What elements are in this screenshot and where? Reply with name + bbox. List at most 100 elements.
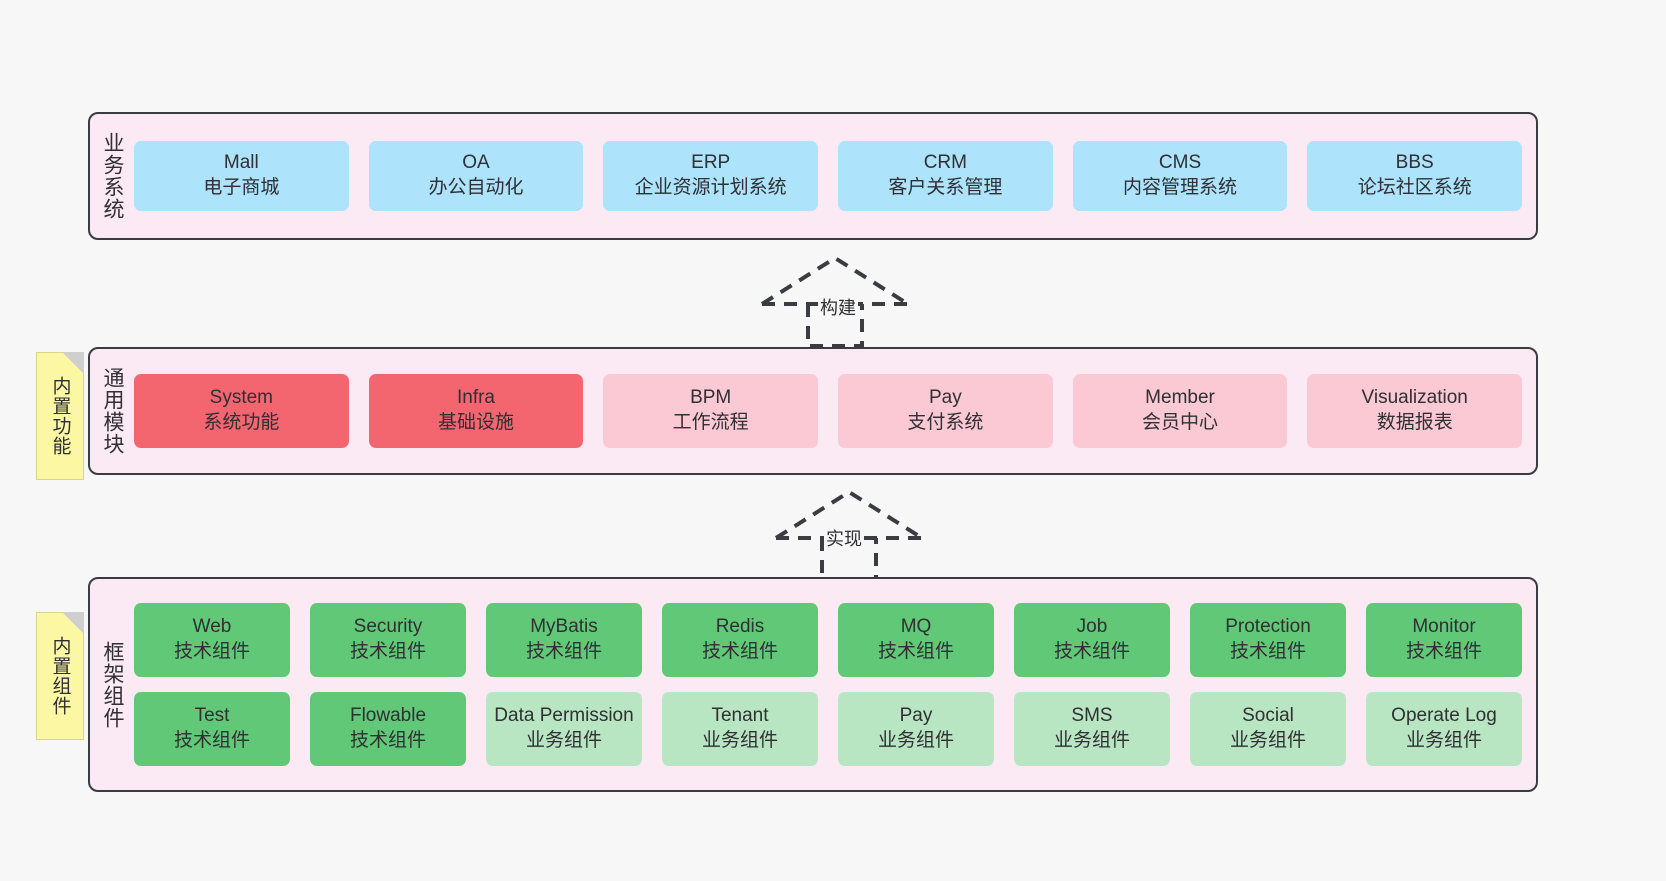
node-subtitle: 办公自动化 bbox=[428, 177, 524, 198]
node-title: Mall bbox=[223, 152, 259, 174]
node-subtitle: 技术组件 bbox=[525, 641, 602, 662]
node-oa[interactable]: OA 办公自动化 bbox=[368, 141, 584, 211]
node-subtitle: 论坛社区系统 bbox=[1357, 177, 1472, 198]
layer-body-business: Mall 电子商城 OA 办公自动化 ERP 企业资源计划系统 CRM 客户关系管理 CMS 内容… bbox=[134, 114, 1536, 238]
node-row: System 系统功能 Infra 基础设施 BPM 工作流程 Pay 支付系统 Member 会… bbox=[134, 374, 1523, 448]
node-social[interactable]: Social 业务组件 bbox=[1190, 692, 1346, 766]
node-title: Web bbox=[192, 616, 232, 638]
node-subtitle: 业务组件 bbox=[525, 730, 602, 751]
node-subtitle: 系统功能 bbox=[203, 412, 280, 433]
node-title: CMS bbox=[1158, 152, 1202, 174]
node-subtitle: 业务组件 bbox=[701, 730, 778, 751]
node-subtitle: 企业资源计划系统 bbox=[634, 177, 787, 198]
node-title: Operate Log bbox=[1391, 705, 1497, 727]
node-operate-log[interactable]: Operate Log 业务组件 bbox=[1366, 692, 1522, 766]
node-mq[interactable]: MQ 技术组件 bbox=[838, 603, 994, 677]
node-subtitle: 技术组件 bbox=[1229, 641, 1306, 662]
node-title: BBS bbox=[1395, 152, 1434, 174]
node-subtitle: 技术组件 bbox=[1053, 641, 1130, 662]
node-member[interactable]: Member 会员中心 bbox=[1072, 374, 1288, 448]
node-system[interactable]: System 系统功能 bbox=[134, 374, 349, 448]
node-title: CRM bbox=[923, 152, 967, 174]
node-subtitle: 数据报表 bbox=[1376, 412, 1453, 433]
node-title: SMS bbox=[1071, 705, 1113, 727]
node-subtitle: 客户关系管理 bbox=[888, 177, 1003, 198]
node-crm[interactable]: CRM 客户关系管理 bbox=[838, 141, 1053, 211]
note-builtin-component-label: 内置组件 bbox=[49, 636, 71, 716]
layer-body-common: System 系统功能 Infra 基础设施 BPM 工作流程 Pay 支付系统 Member 会… bbox=[134, 349, 1536, 473]
node-mall[interactable]: Mall 电子商城 bbox=[134, 141, 349, 211]
layer-title-business: 业务系统 bbox=[100, 132, 124, 220]
node-title: Data Permission bbox=[494, 705, 634, 727]
node-title: Visualization bbox=[1361, 387, 1468, 409]
node-title: Member bbox=[1145, 387, 1215, 409]
node-title: System bbox=[209, 387, 274, 409]
node-title: OA bbox=[462, 152, 490, 174]
node-flowable[interactable]: Flowable 技术组件 bbox=[310, 692, 466, 766]
node-title: ERP bbox=[691, 152, 731, 174]
node-subtitle: 电子商城 bbox=[203, 177, 280, 198]
node-subtitle: 业务组件 bbox=[1053, 730, 1130, 751]
node-pay[interactable]: Pay 业务组件 bbox=[838, 692, 994, 766]
node-subtitle: 业务组件 bbox=[1405, 730, 1482, 751]
node-title: Security bbox=[353, 616, 423, 638]
node-subtitle: 技术组件 bbox=[349, 641, 426, 662]
node-subtitle: 工作流程 bbox=[672, 412, 749, 433]
node-tenant[interactable]: Tenant 业务组件 bbox=[662, 692, 818, 766]
node-title: BPM bbox=[690, 387, 732, 409]
node-title: Monitor bbox=[1412, 616, 1476, 638]
node-visualization[interactable]: Visualization 数据报表 bbox=[1307, 374, 1523, 448]
note-builtin-function: 内置功能 bbox=[36, 352, 84, 480]
node-title: MQ bbox=[900, 616, 932, 638]
node-title: Redis bbox=[715, 616, 765, 638]
node-title: Pay bbox=[899, 705, 933, 727]
node-cms[interactable]: CMS 内容管理系统 bbox=[1072, 141, 1288, 211]
node-title: Job bbox=[1076, 616, 1108, 638]
node-infra[interactable]: Infra 基础设施 bbox=[368, 374, 584, 448]
node-subtitle: 业务组件 bbox=[1229, 730, 1306, 751]
connector-label-build: 构建 bbox=[818, 294, 858, 320]
layer-business-systems: 业务系统 Mall 电子商城 OA 办公自动化 ERP 企业资源计划系统 CRM 客户关系管理… bbox=[88, 112, 1538, 240]
node-bpm[interactable]: BPM 工作流程 bbox=[603, 374, 819, 448]
node-pay[interactable]: Pay 支付系统 bbox=[838, 374, 1053, 448]
node-subtitle: 会员中心 bbox=[1142, 412, 1219, 433]
node-subtitle: 技术组件 bbox=[349, 730, 426, 751]
node-security[interactable]: Security 技术组件 bbox=[310, 603, 466, 677]
node-bbs[interactable]: BBS 论坛社区系统 bbox=[1307, 141, 1523, 211]
node-subtitle: 基础设施 bbox=[438, 412, 515, 433]
node-subtitle: 技术组件 bbox=[173, 730, 250, 751]
node-row: Mall 电子商城 OA 办公自动化 ERP 企业资源计划系统 CRM 客户关系管理 CMS 内容… bbox=[134, 141, 1523, 211]
node-title: Infra bbox=[456, 387, 496, 409]
node-sms[interactable]: SMS 业务组件 bbox=[1014, 692, 1170, 766]
node-title: Protection bbox=[1225, 616, 1311, 638]
node-subtitle: 技术组件 bbox=[1405, 641, 1482, 662]
node-subtitle: 支付系统 bbox=[907, 412, 984, 433]
node-erp[interactable]: ERP 企业资源计划系统 bbox=[603, 141, 819, 211]
node-redis[interactable]: Redis 技术组件 bbox=[662, 603, 818, 677]
note-builtin-component: 内置组件 bbox=[36, 612, 84, 740]
node-title: Tenant bbox=[711, 705, 769, 727]
node-protection[interactable]: Protection 技术组件 bbox=[1190, 603, 1346, 677]
node-title: Pay bbox=[928, 387, 962, 409]
node-job[interactable]: Job 技术组件 bbox=[1014, 603, 1170, 677]
node-data-permission[interactable]: Data Permission 业务组件 bbox=[486, 692, 642, 766]
layer-title-common: 通用模块 bbox=[100, 367, 124, 455]
layer-common-modules: 通用模块 System 系统功能 Infra 基础设施 BPM 工作流程 Pay 支付系统 Me… bbox=[88, 347, 1538, 475]
node-subtitle: 技术组件 bbox=[701, 641, 778, 662]
connector-label-implement: 实现 bbox=[824, 525, 864, 551]
node-monitor[interactable]: Monitor 技术组件 bbox=[1366, 603, 1522, 677]
node-title: Social bbox=[1242, 705, 1294, 727]
note-builtin-function-label: 内置功能 bbox=[49, 376, 71, 456]
node-title: Flowable bbox=[349, 705, 427, 727]
node-subtitle: 内容管理系统 bbox=[1123, 177, 1238, 198]
node-subtitle: 业务组件 bbox=[877, 730, 954, 751]
node-subtitle: 技术组件 bbox=[877, 641, 954, 662]
layer-title-framework: 框架组件 bbox=[100, 640, 124, 729]
